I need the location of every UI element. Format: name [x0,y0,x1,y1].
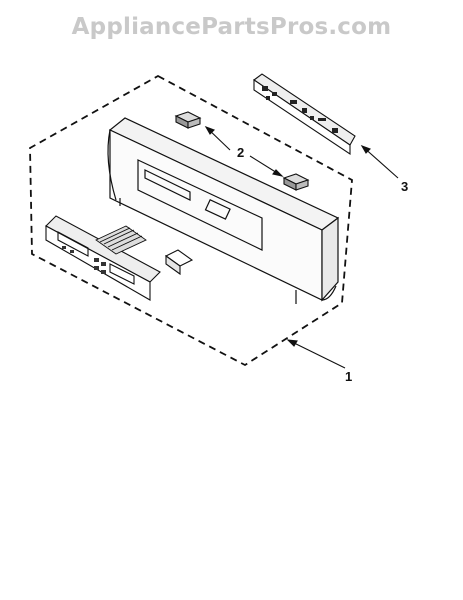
callout-part-3: 3 [401,179,408,194]
spacer-right [282,173,310,191]
ribbon-cable [95,225,147,255]
assembly-boundary [29,74,353,367]
site-watermark: AppliancePartsPros.com [71,14,392,40]
callout-part-2: 2 [237,145,244,160]
leader-lines [204,125,399,369]
spacer-left [174,111,202,129]
callout-part-1: 1 [345,369,352,384]
touch-control-overlay [45,215,161,301]
control-panel-housing [107,117,340,304]
mounting-bracket [164,249,194,276]
electronic-control-board [253,73,356,156]
